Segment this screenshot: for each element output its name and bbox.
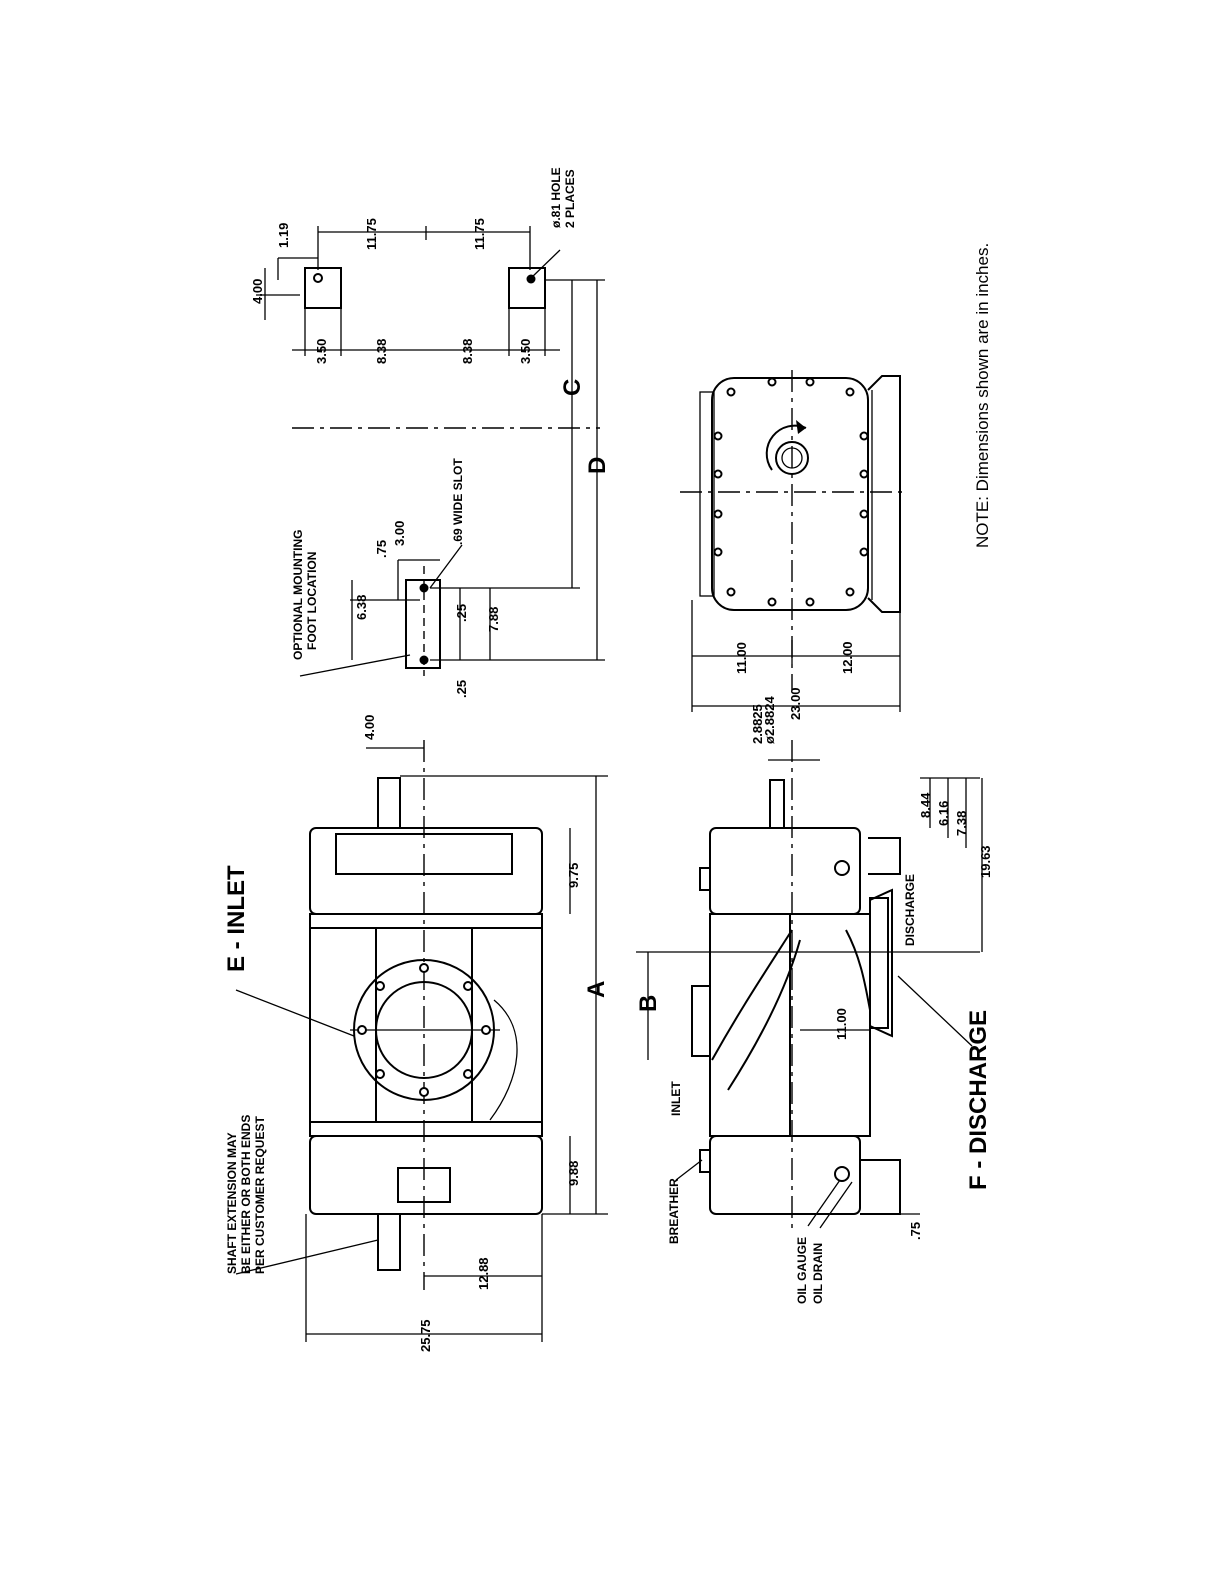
dimensions-note: NOTE: Dimensions shown are in inches. xyxy=(973,243,992,548)
dim-1-19: 1.19 xyxy=(276,223,291,248)
discharge-side-view: B 11.00 2.8825 ø2.8824 8.44 6.16 7.38 19… xyxy=(635,696,993,1304)
dim-6-38: 6.38 xyxy=(354,595,369,620)
shaft-extension-line2: BE EITHER OR BOTH ENDS xyxy=(239,1115,253,1274)
dim-2-8825: 2.8825 xyxy=(750,704,765,744)
dim-11-75-left: 11.75 xyxy=(364,218,379,250)
inlet-title: E - INLET xyxy=(223,865,250,972)
dim-8-38-left: 8.38 xyxy=(374,339,389,364)
foot-mounting-plan: 4.00 1.19 11.75 11.75 3.50 8.38 8.38 3.5… xyxy=(250,167,611,698)
dim-11-00-side: 11.00 xyxy=(834,1008,849,1040)
dim-19-63: 19.63 xyxy=(978,845,993,878)
dim-25-upper: .25 xyxy=(454,604,469,622)
dim-7-38: 7.38 xyxy=(954,811,969,836)
dim-9-75: 9.75 xyxy=(566,863,581,888)
dim-23-00: 23.00 xyxy=(788,687,803,720)
dim-9-88: 9.88 xyxy=(566,1161,581,1186)
dim-8-38-right: 8.38 xyxy=(460,339,475,364)
inlet-small-label: INLET xyxy=(669,1081,683,1116)
dim-25-lower: .25 xyxy=(454,680,469,698)
dim-11-00-end: 11.00 xyxy=(734,642,749,674)
oil-gauge-label: OIL GAUGE xyxy=(795,1237,809,1304)
end-cover-bolts xyxy=(713,377,869,607)
dim-75-top: .75 xyxy=(374,540,389,558)
shaft-extension-line1: SHAFT EXTENSION MAY xyxy=(225,1132,239,1274)
dim-11-75-right: 11.75 xyxy=(472,218,487,250)
dim-A-label: A xyxy=(583,981,610,998)
dim-12-00: 12.00 xyxy=(840,641,855,674)
dim-12-88: 12.88 xyxy=(476,1257,491,1290)
dim-25-75: 25.75 xyxy=(418,1319,433,1352)
dim-8-44: 8.44 xyxy=(918,792,933,818)
dim-6-16: 6.16 xyxy=(936,801,951,826)
optional-mounting-line1: OPTIONAL MOUNTING xyxy=(291,530,305,660)
oil-drain-label: OIL DRAIN xyxy=(811,1243,825,1304)
inlet-top-view: A 9.75 9.88 4.00 12.88 25.75 E - INLET S… xyxy=(223,715,610,1352)
dim-75-foot: .75 xyxy=(908,1222,923,1240)
dim-3-50-left: 3.50 xyxy=(314,339,329,364)
dim-3-00: 3.00 xyxy=(392,521,407,546)
inlet-flange-bolts xyxy=(357,963,491,1097)
hole-callout-line2: 2 PLACES xyxy=(563,169,577,228)
dim-C-label: C xyxy=(559,379,586,396)
dim-B-label: B xyxy=(635,995,662,1012)
dim-4-00-top: 4.00 xyxy=(250,279,265,304)
optional-mounting-line2: FOOT LOCATION xyxy=(305,552,319,650)
end-view: 11.00 12.00 23.00 xyxy=(680,370,908,720)
dim-7-88: 7.88 xyxy=(486,607,501,632)
slot-callout: .69 WIDE SLOT xyxy=(451,458,465,545)
dim-4-00-shaft: 4.00 xyxy=(362,715,377,740)
hole-callout-line1: ø.81 HOLE xyxy=(549,167,563,228)
shaft-extension-line3: PER CUSTOMER REQUEST xyxy=(253,1116,267,1274)
dim-3-50-right: 3.50 xyxy=(518,339,533,364)
breather-label: BREATHER xyxy=(667,1178,681,1244)
dim-2-8824: ø2.8824 xyxy=(762,696,777,744)
dim-D-label: D xyxy=(584,457,611,474)
discharge-small-label: DISCHARGE xyxy=(903,874,917,946)
discharge-title: F - DISCHARGE xyxy=(965,1010,992,1190)
